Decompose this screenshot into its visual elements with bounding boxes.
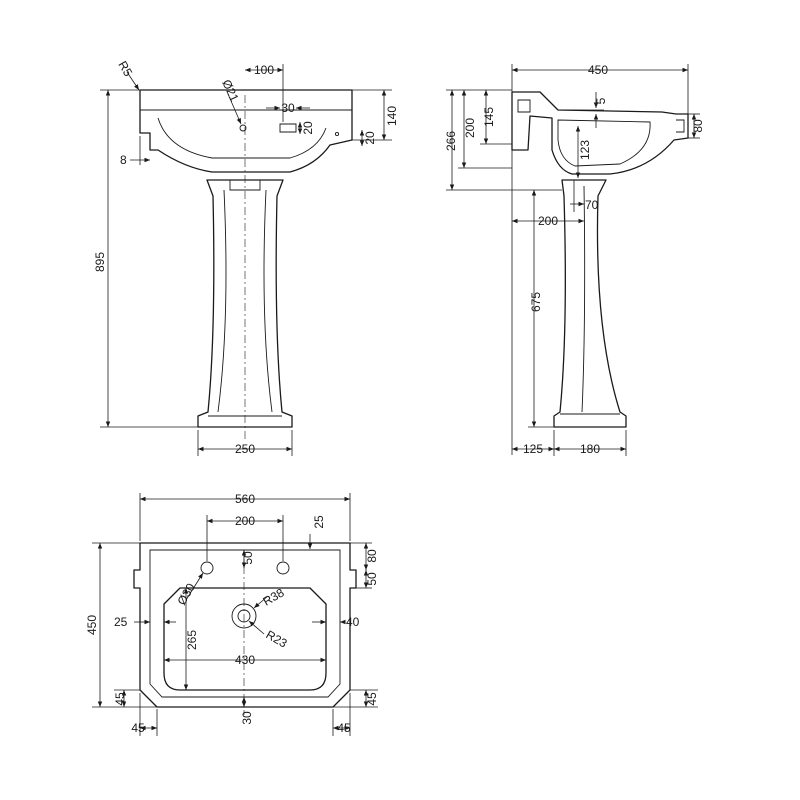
front-overflow-slot [279, 123, 297, 133]
plan-dim-25s-label: 25 [114, 615, 128, 629]
front-fixing-hole [334, 131, 340, 137]
plan-tap-hole-left [200, 561, 214, 575]
side-view: 450 266 200 145 5 80 123 70 200 [444, 63, 705, 456]
front-dim-r5-leader [126, 71, 140, 91]
side-dim-5-label: 5 [594, 97, 608, 104]
side-dim-450-label: 450 [588, 63, 608, 77]
front-dim-o21-label: Ø21 [219, 77, 241, 104]
plan-dim-200-label: 200 [235, 514, 255, 528]
front-basin-outline [139, 89, 353, 173]
plan-dim-40-label: 40 [346, 615, 360, 629]
front-dim-20b-label: 20 [363, 131, 377, 145]
front-view: 895 250 8 R5 Ø21 100 30 20 20 140 [93, 59, 399, 456]
plan-view: 560 200 25 50 80 50 Ø30 R38 R23 25 [85, 492, 379, 736]
plan-dim-450-label: 450 [85, 615, 99, 635]
plan-basin-outline [133, 542, 357, 708]
side-dim-266-label: 266 [444, 131, 458, 151]
side-dim-145-label: 145 [482, 107, 496, 127]
front-tap-hole [239, 124, 247, 132]
side-dim-70-label: 70 [585, 198, 599, 212]
side-dim-200h-label: 200 [538, 214, 558, 228]
front-dim-140-label: 140 [385, 106, 399, 126]
plan-dim-o30-leader [185, 572, 204, 601]
front-dim-8-label: 8 [120, 153, 127, 167]
plan-bowl-outline [163, 587, 327, 691]
plan-tap-hole-right [276, 561, 290, 575]
front-pedestal-inner-left [217, 189, 227, 413]
plan-dim-45lv-label: 45 [113, 692, 127, 706]
plan-dim-30-label: 30 [240, 711, 254, 725]
plan-basin-inner-rim [149, 549, 341, 698]
front-dim-895-label: 895 [93, 252, 107, 272]
side-dim-675-label: 675 [529, 292, 543, 312]
plan-dim-r23-leader [248, 620, 265, 635]
plan-dim-45lh-label: 45 [131, 721, 145, 735]
side-front-lip [676, 119, 685, 133]
front-dim-100-label: 100 [254, 63, 274, 77]
front-dim-30-label: 30 [281, 101, 295, 115]
front-dim-r5-label: R5 [115, 59, 135, 80]
front-dim-o21-leader [227, 93, 242, 125]
side-dim-80-label: 80 [691, 119, 705, 133]
front-pedestal-neck [229, 180, 261, 191]
plan-dim-265-label: 265 [185, 630, 199, 650]
plan-dim-45rv-label: 45 [365, 692, 379, 706]
side-basin-bowl [557, 119, 651, 167]
side-basin-bracket [517, 99, 531, 113]
plan-dim-560-label: 560 [235, 492, 255, 506]
plan-dim-r23-label: R23 [264, 627, 290, 650]
plan-dim-45rh-label: 45 [337, 721, 351, 735]
plan-dim-80-label: 80 [365, 549, 379, 563]
front-pedestal-outline [197, 179, 293, 428]
plan-dim-430-label: 430 [235, 653, 255, 667]
side-pedestal-outline [553, 179, 627, 428]
front-basin-bowl-curve [157, 117, 327, 159]
plan-dim-50tap-label: 50 [241, 551, 255, 565]
side-dim-200v-label: 200 [463, 118, 477, 138]
side-pedestal-inner [581, 185, 586, 413]
side-basin-outline [511, 91, 689, 175]
plan-dim-r38-leader [253, 595, 269, 609]
side-dim-180-label: 180 [580, 442, 600, 456]
plan-dim-25t-label: 25 [312, 515, 326, 529]
front-dim-250-label: 250 [235, 442, 255, 456]
plan-dim-r38-label: R38 [261, 585, 287, 608]
plan-dim-50deck-label: 50 [365, 572, 379, 586]
side-dim-123-label: 123 [578, 140, 592, 160]
front-pedestal-inner-right [263, 189, 273, 413]
front-dim-20a-label: 20 [301, 121, 315, 135]
side-dim-125-label: 125 [523, 442, 543, 456]
